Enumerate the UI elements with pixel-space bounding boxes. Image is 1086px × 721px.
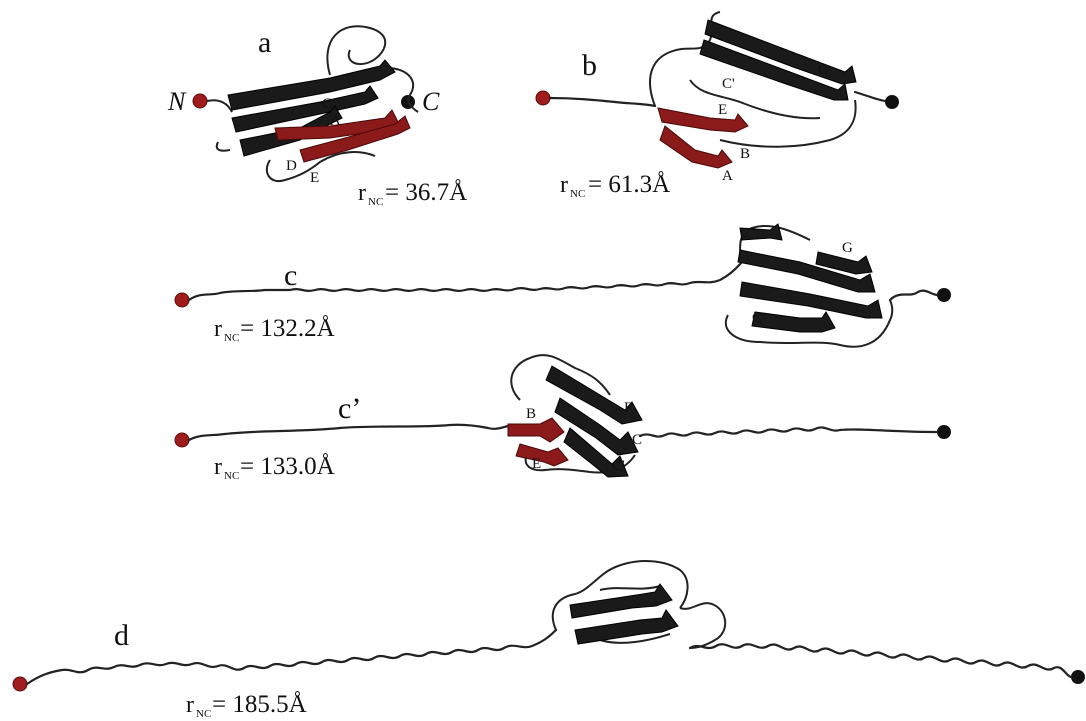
panel-b-strand-label-e: E: [718, 102, 727, 118]
panel-b-label: b: [582, 49, 597, 82]
panel-c: c G C' r NC = 132.2Å: [175, 224, 951, 347]
panel-c-prime-label: c’: [338, 392, 361, 425]
panel-a-strand-label-e: E: [310, 170, 319, 186]
panel-a-rnc-symbol: r: [358, 180, 366, 206]
panel-c-rnc-symbol: r: [214, 316, 222, 342]
panel-c-prime-c-chain: [640, 427, 937, 436]
panel-d-rnc-subscript: NC: [196, 708, 211, 720]
panel-a-label: a: [258, 26, 271, 59]
panel-c-prime-c-terminus-marker: [937, 425, 951, 439]
panel-d-n-chain: [27, 630, 556, 684]
panel-c-prime-n-chain: [189, 425, 508, 440]
panel-a: a N C C' A D E r NC = 36.7Å: [167, 26, 467, 208]
panel-c-prime-strand-label-e: E: [532, 456, 541, 472]
panel-b-c-chain: [855, 92, 885, 101]
panel-c-prime-strand-label-b: B: [526, 406, 536, 422]
panel-d-label: d: [114, 619, 129, 652]
panel-c-prime-rnc-symbol: r: [214, 454, 222, 480]
panel-b: b G C' E B A r NC = 61.3Å: [536, 12, 899, 200]
panel-b-rnc-value: = 61.3Å: [588, 171, 670, 198]
panel-b-rnc-subscript: NC: [570, 188, 585, 200]
panel-c-n-chain: [189, 262, 742, 300]
panel-c-prime-n-terminus-marker: [175, 433, 189, 447]
panel-c-rnc-subscript: NC: [224, 332, 239, 344]
panel-b-strand-label-a: A: [722, 168, 733, 184]
panel-c-strand-label-g: G: [842, 240, 853, 256]
panel-c-strand-label-c-prime: C': [752, 310, 765, 326]
panel-d-loop-right: [680, 603, 725, 648]
panel-a-n-terminus-marker: [193, 94, 207, 108]
panel-b-strand-label-g: G: [818, 62, 829, 78]
panel-a-c-terminus-label: C: [422, 87, 440, 116]
panel-c-rnc-value: = 132.2Å: [240, 315, 335, 342]
panel-b-rnc-symbol: r: [560, 172, 568, 198]
panel-c-label: c: [284, 259, 297, 292]
panel-a-strand-label-a: A: [330, 113, 341, 129]
panel-b-strand-label-b: B: [740, 146, 750, 162]
panel-b-c-terminus-marker: [885, 95, 899, 109]
panel-c-prime-strand-label-f: F: [624, 400, 632, 416]
panel-a-rnc-value: = 36.7Å: [385, 179, 467, 206]
panel-a-n-terminus-label: N: [167, 87, 187, 116]
panel-c-prime-rnc-value: = 133.0Å: [240, 453, 335, 480]
panel-d-n-terminus-marker: [13, 677, 27, 691]
panel-d-rnc: r NC = 185.5Å: [186, 691, 307, 720]
panel-c-c-chain: [890, 291, 937, 300]
panel-b-strand-red-2: [660, 126, 732, 168]
panel-a-loop-left: [207, 100, 232, 151]
panel-a-strand-label-c-prime: C': [322, 96, 335, 112]
panel-c-prime-rnc-subscript: NC: [224, 470, 239, 482]
panel-c-prime-strand-label-c-prime: C': [612, 458, 625, 474]
panel-b-strand-red-1: [658, 108, 748, 132]
panel-c-n-terminus-marker: [175, 293, 189, 307]
panel-d-c-terminus-marker: [1071, 670, 1085, 684]
panel-d-rnc-value: = 185.5Å: [212, 691, 307, 718]
panel-c-c-terminus-marker: [937, 288, 951, 302]
panel-b-n-chain: [550, 98, 655, 106]
panel-d: d: [13, 561, 1085, 691]
panel-c-prime: c’ F B C E C' r NC = 133.0Å: [175, 355, 951, 482]
panel-d-c-chain: [690, 644, 1071, 677]
panel-c-prime-strand-red-2: [516, 444, 568, 466]
panel-b-n-terminus-marker: [536, 91, 550, 105]
panel-a-strand-label-d: D: [286, 158, 297, 174]
panel-a-strand-1: [228, 60, 395, 110]
panel-d-rnc-symbol: r: [186, 692, 194, 718]
panel-c-prime-strand-label-c: C: [632, 432, 642, 448]
panel-a-rnc-subscript: NC: [368, 196, 383, 208]
panel-b-strand-label-c-prime: C': [722, 76, 735, 92]
